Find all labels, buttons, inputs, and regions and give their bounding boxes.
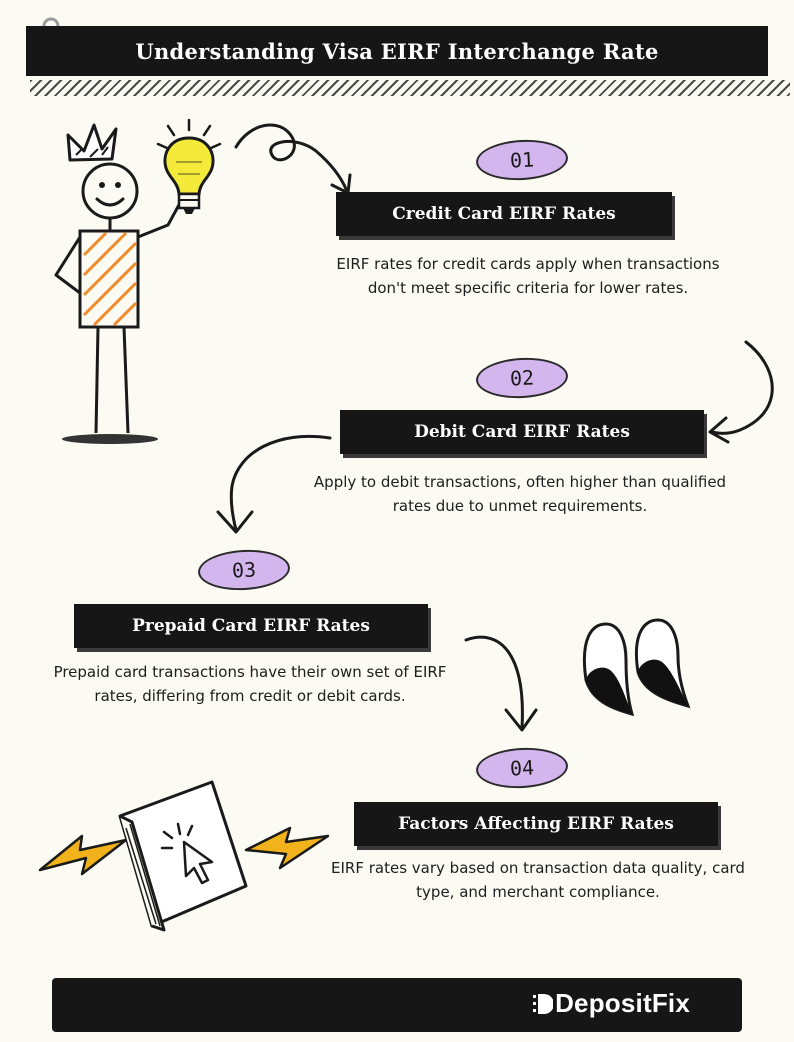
section-title-debit: Debit Card EIRF Rates [340, 410, 704, 454]
curved-arrow-icon [464, 635, 538, 732]
section-title-factors: Factors Affecting EIRF Rates [354, 802, 718, 846]
page-title: Understanding Visa EIRF Interchange Rate [135, 38, 659, 64]
section-number-01: 01 [475, 137, 569, 183]
curved-arrow-icon [708, 340, 774, 444]
book-cursor-icon [118, 780, 248, 932]
section-desc-prepaid: Prepaid card transactions have their own… [53, 663, 447, 705]
section-number-03: 03 [197, 547, 291, 593]
page-title-bar: Understanding Visa EIRF Interchange Rate [26, 26, 768, 76]
section-title-prepaid: Prepaid Card EIRF Rates [74, 604, 428, 648]
section-desc-factors: EIRF rates vary based on transaction dat… [331, 859, 745, 901]
curved-arrow-icon [216, 434, 332, 534]
stick-figure-illustration [54, 123, 182, 444]
lightning-bolt-icon [244, 826, 330, 870]
footer-bar: DepositFix [52, 978, 742, 1032]
brand-name: DepositFix [555, 988, 690, 1018]
quote-marks-icon [582, 618, 691, 717]
section-desc-debit: Apply to debit transactions, often highe… [313, 473, 727, 515]
section-number-02: 02 [475, 355, 569, 401]
section-number-04: 04 [475, 745, 569, 791]
lightbulb-icon [156, 118, 222, 214]
depositfix-logo-icon [533, 994, 554, 1014]
title-shadow-hatch [30, 80, 790, 96]
section-desc-credit: EIRF rates for credit cards apply when t… [336, 255, 720, 297]
brand-logo[interactable]: DepositFix [533, 988, 690, 1019]
section-title-credit: Credit Card EIRF Rates [336, 192, 672, 236]
